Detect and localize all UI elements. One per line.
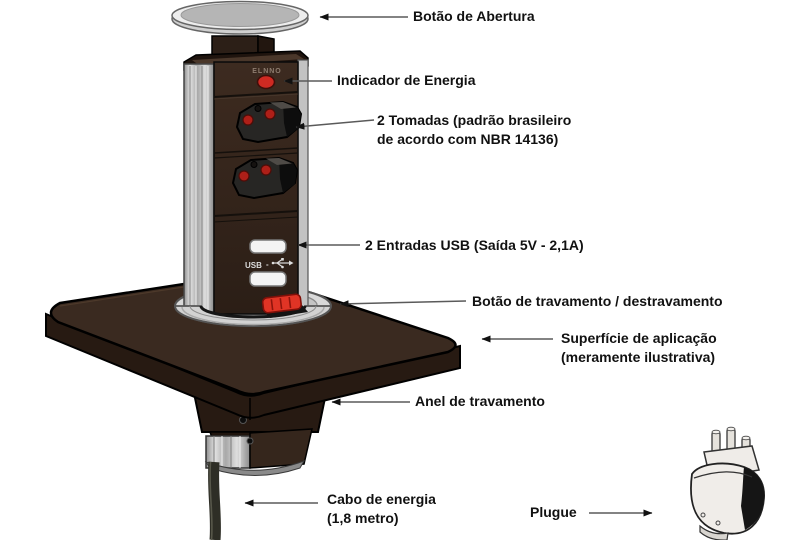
usb-text: USB	[245, 261, 262, 270]
usb-port-top	[249, 239, 287, 254]
power-plug	[690, 426, 765, 540]
lock-button	[261, 293, 308, 318]
outlet-top	[235, 100, 303, 144]
label-surface-line1: Superfície de aplicação	[561, 330, 717, 346]
tower-left-rail	[183, 63, 215, 313]
label-plug: Plugue	[530, 504, 577, 520]
label-cable-line2: (1,8 metro)	[327, 510, 399, 526]
label-outlets-line1: 2 Tomadas (padrão brasileiro	[377, 112, 572, 128]
opening-button-cap	[171, 0, 309, 35]
label-usb-ports: 2 Entradas USB (Saída 5V - 2,1A)	[365, 237, 584, 253]
label-outlets: 2 Tomadas (padrão brasileiro de acordo c…	[377, 111, 571, 149]
plug-collar	[699, 524, 729, 540]
usb-dash: -	[266, 260, 269, 269]
label-opening-button: Botão de Abertura	[413, 8, 535, 24]
leader-lines	[244, 13, 653, 517]
outlet-bottom	[231, 156, 299, 200]
label-lock-button: Botão de travamento / destravamento	[472, 293, 723, 309]
label-surface-line2: (meramente ilustrativa)	[561, 349, 716, 365]
brand-logo-text: ELNNO	[252, 68, 282, 75]
plug-body-dark-facet	[741, 467, 765, 530]
tower-right-rail	[297, 59, 309, 313]
socket-hole	[260, 164, 272, 176]
label-surface: Superfície de aplicação (meramente ilust…	[561, 329, 717, 367]
socket-hole	[242, 114, 254, 126]
leader-outlets	[295, 119, 375, 130]
label-lock-ring: Anel de travamento	[415, 393, 545, 409]
power-indicator-led	[256, 74, 276, 90]
usb-port-bottom	[249, 271, 287, 287]
power-cable	[208, 461, 221, 540]
label-power-indicator: Indicador de Energia	[337, 72, 476, 88]
usb-icon: USB -	[245, 258, 294, 270]
label-cable-line1: Cabo de energia	[327, 491, 436, 507]
clamp-screw	[246, 437, 254, 445]
socket-hole	[250, 161, 258, 168]
leader-lock-button	[339, 300, 467, 308]
label-power-cable: Cabo de energia (1,8 metro)	[327, 490, 436, 528]
socket-hole	[238, 170, 250, 182]
socket-hole	[264, 108, 276, 120]
socket-hole	[254, 105, 262, 112]
clamp-collar-dark	[249, 428, 313, 469]
label-outlets-line2: de acordo com NBR 14136)	[377, 131, 559, 147]
tower-column: ELNNO	[171, 0, 309, 315]
